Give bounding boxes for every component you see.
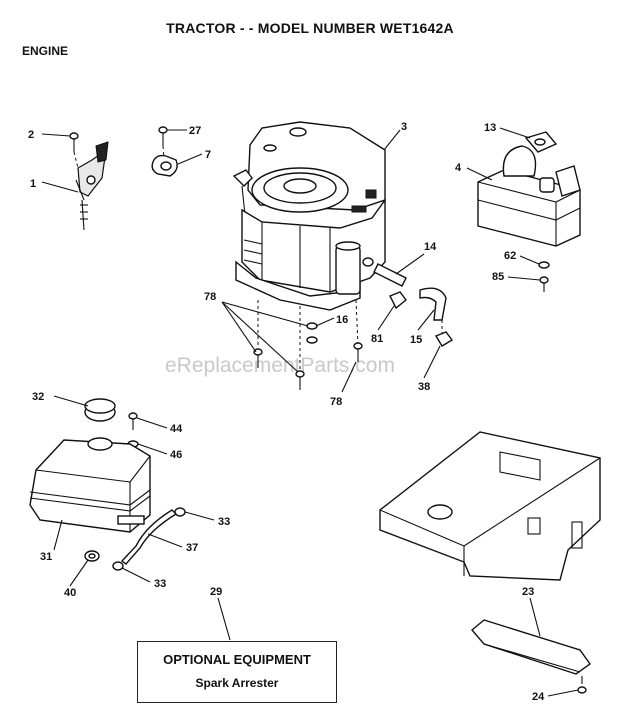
callout-40: 40 (64, 587, 76, 599)
callout-81: 81 (371, 333, 383, 345)
nut-part-81 (389, 291, 407, 310)
page-title: TRACTOR - - MODEL NUMBER WET1642A (166, 20, 454, 36)
callout-33-upper: 33 (218, 516, 230, 528)
callout-62: 62 (504, 250, 516, 262)
callout-33-lower: 33 (154, 578, 166, 590)
callout-1: 1 (30, 178, 36, 190)
leader-lines (41, 127, 579, 697)
washer-part-62 (538, 261, 550, 269)
tube-part-14 (373, 263, 407, 287)
tractor-frame (379, 431, 601, 581)
callout-85: 85 (492, 271, 504, 283)
callout-38: 38 (418, 381, 430, 393)
callout-labels: 2 1 27 7 3 13 4 14 62 85 78 16 81 15 38 … (28, 121, 545, 703)
optional-equipment-box: OPTIONAL EQUIPMENT Spark Arrester (137, 641, 337, 703)
clamp-part-33-upper (174, 507, 186, 517)
throttle-control-bracket (75, 141, 109, 231)
callout-31: 31 (40, 551, 52, 563)
callout-78-lower: 78 (330, 396, 342, 408)
callout-7: 7 (205, 149, 211, 161)
optional-equipment-item: Spark Arrester (195, 676, 279, 690)
bushing-part-40 (84, 550, 100, 562)
callout-27: 27 (189, 125, 201, 137)
screw-part-27 (158, 126, 168, 159)
callout-2: 2 (28, 129, 34, 141)
callout-78-upper: 78 (204, 291, 216, 303)
screw-part-24 (577, 676, 587, 694)
callout-32: 32 (32, 391, 44, 403)
callout-15: 15 (410, 334, 422, 346)
callout-46: 46 (170, 449, 182, 461)
callout-29: 29 (210, 586, 222, 598)
callout-3: 3 (401, 121, 407, 133)
callout-24: 24 (532, 691, 545, 703)
callout-37: 37 (186, 542, 198, 554)
callout-13: 13 (484, 122, 496, 134)
engine-part-3 (232, 121, 386, 311)
fuel-line-part-37 (120, 509, 178, 565)
screw-part-44 (128, 412, 138, 430)
bolts-part-78 (253, 299, 363, 390)
callout-14: 14 (424, 241, 437, 253)
washer-part-16 (306, 322, 318, 344)
screw-part-2 (69, 132, 79, 169)
fuel-tank-part-31 (29, 437, 151, 533)
bolt-part-85 (539, 276, 549, 292)
callout-16: 16 (336, 314, 348, 326)
gasket-part-13 (524, 131, 558, 153)
elbow-part-15 (419, 287, 447, 321)
optional-equipment-title: OPTIONAL EQUIPMENT (163, 652, 311, 667)
clamp-part-33-lower (112, 561, 124, 571)
watermark-text: eReplacementParts.com (165, 354, 395, 377)
section-heading: ENGINE (22, 44, 69, 58)
nut-part-38 (434, 331, 454, 347)
callout-4: 4 (455, 162, 462, 174)
callout-44: 44 (170, 423, 183, 435)
clamp-part-7 (151, 154, 178, 177)
muffler-part-4 (477, 145, 581, 247)
fuel-cap-part-32 (84, 398, 116, 422)
cover-plate-part-23 (471, 619, 591, 675)
callout-23: 23 (522, 586, 534, 598)
